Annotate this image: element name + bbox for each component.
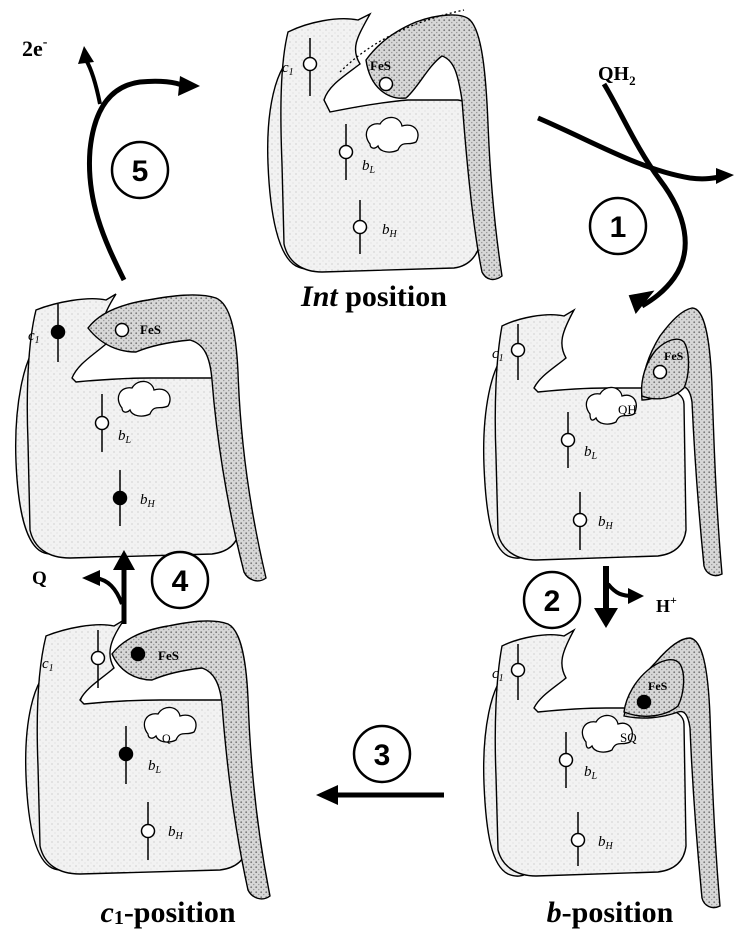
- title-c1-position: c1-position: [100, 896, 235, 929]
- fes-label: FeS: [140, 322, 161, 337]
- step3-arrow: [316, 785, 444, 805]
- panel-right-middle: c1 FeS QH bL bH: [484, 308, 722, 576]
- svg-text:3: 3: [374, 739, 391, 772]
- sq-site-label: SQ: [620, 730, 637, 745]
- qh2-label: QH2: [598, 63, 636, 88]
- heme-bl: [560, 754, 573, 767]
- electrons-label: 2e-: [22, 35, 48, 61]
- heme-bl-reduced: [120, 748, 133, 761]
- heme-c1: [304, 58, 317, 71]
- quinone-label: Q: [32, 568, 47, 589]
- svg-text:4: 4: [172, 565, 189, 598]
- heme-bl: [96, 417, 109, 430]
- step-badge-3: 3: [354, 726, 410, 782]
- step-badge-4: 4: [152, 552, 208, 608]
- heme-bl: [340, 146, 353, 159]
- panel-b-position: c1 FeS SQ bL bH: [484, 630, 720, 908]
- crossing-arrow-head: [716, 168, 734, 184]
- heme-bh: [572, 834, 585, 847]
- qh-site-label: QH: [618, 402, 637, 417]
- fes-label: FeS: [664, 349, 684, 363]
- fes-label: FeS: [158, 648, 179, 663]
- proton-label: H+: [656, 593, 677, 616]
- step2-arrows: [594, 566, 644, 628]
- panel-int-position: c1 FeS bL bH: [268, 10, 502, 279]
- panel-c1-position: c1 FeS Q bL bH: [26, 620, 270, 899]
- fes-cluster: [380, 78, 393, 91]
- heme-c1: [512, 664, 525, 677]
- fes-cluster: [654, 366, 667, 379]
- fes-cluster-reduced: [638, 696, 651, 709]
- heme-c1: [512, 344, 525, 357]
- title-int-position: Int position: [300, 280, 447, 313]
- heme-bh-reduced: [114, 492, 127, 505]
- heme-c1-reduced: [52, 326, 65, 339]
- heme-bh: [142, 825, 155, 838]
- svg-text:5: 5: [132, 155, 149, 188]
- step-badge-5: 5: [112, 142, 168, 198]
- step-badge-2: 2: [524, 572, 580, 628]
- fes-cluster-reduced: [132, 648, 145, 661]
- step4-arrows: [82, 550, 135, 624]
- q-site-label: Q: [162, 731, 171, 745]
- heme-c1: [92, 652, 105, 665]
- heme-bh: [354, 221, 367, 234]
- fes-label: FeS: [370, 58, 391, 73]
- fes-cluster: [116, 324, 129, 337]
- svg-text:1: 1: [610, 211, 627, 244]
- title-b-position: b-position: [547, 896, 674, 929]
- qh2-entry-arrows: [538, 84, 734, 312]
- crossing-arrow: [538, 118, 724, 179]
- heme-bh: [574, 514, 587, 527]
- heme-bl: [562, 434, 575, 447]
- panel-left-middle: c1 FeS bL bH: [16, 294, 266, 581]
- svg-text:2: 2: [544, 585, 561, 618]
- step-badge-1: 1: [590, 198, 646, 254]
- step1-arrow: [604, 84, 685, 306]
- fes-label: FeS: [648, 679, 668, 693]
